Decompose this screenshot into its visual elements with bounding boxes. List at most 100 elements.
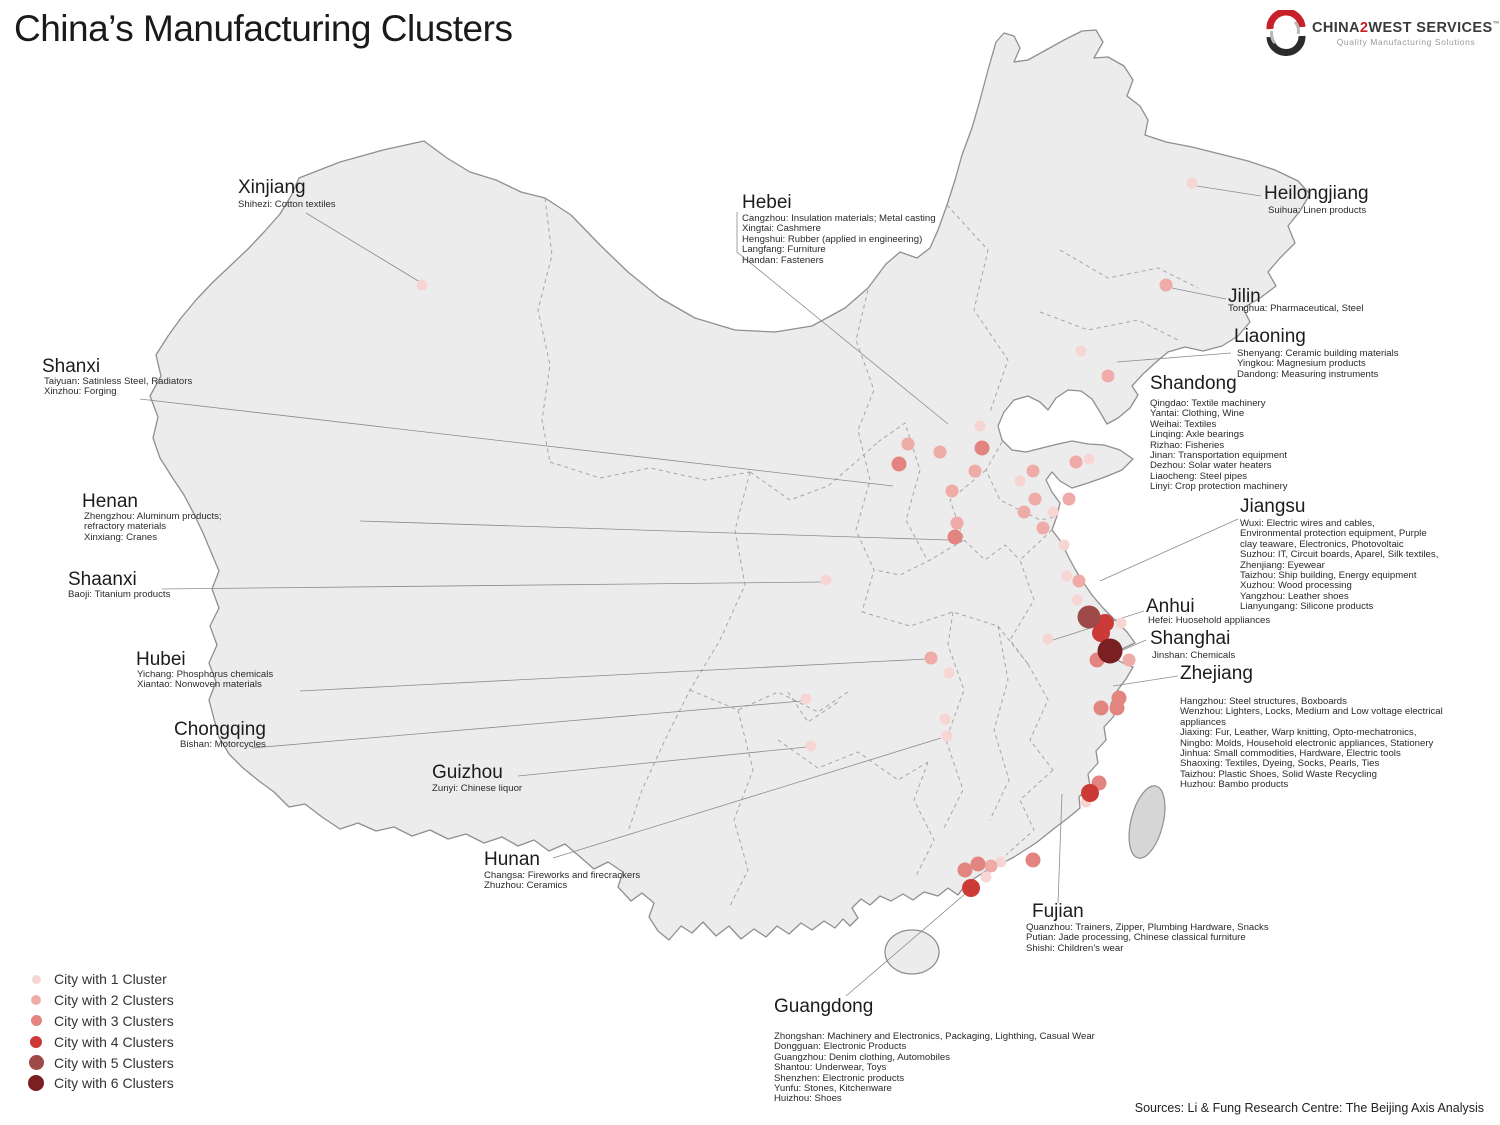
city-dot-1-clusters [1075,345,1087,357]
city-dot-1-clusters [1115,617,1127,629]
province-details-guangdong: Zhongshan: Machinery and Electronics, Pa… [774,1031,1095,1105]
city-dot-1-clusters [1061,570,1073,582]
province-detail-line: Shenyang: Ceramic building materials [1237,348,1399,359]
province-detail-line: Changsa: Fireworks and firecrackers [484,870,641,881]
leader-line-xinjiang [305,212,421,283]
brand-tagline: Quality Manufacturing Solutions [1336,36,1476,47]
city-dot-2-clusters [1069,455,1083,469]
province-detail-line: Xuzhou: Wood processing [1240,580,1352,592]
province-label-henan: Henan [82,491,138,512]
city-dot-3-clusters [1109,700,1125,716]
city-dot-1-clusters [800,693,812,705]
leader-line-chongqing [251,700,803,749]
province-label-zhejiang: Zhejiang [1180,663,1253,684]
city-dot-4-clusters [1081,784,1099,802]
province-detail-line: Jinhua: Small commodities, Hardware, Ele… [1180,748,1401,760]
city-dot-3-clusters [974,440,990,456]
province-details-shanghai: Jinshan: Chemicals [1152,650,1236,661]
province-detail-line: Tonghua: Pharmaceutical, Steel [1228,303,1364,314]
city-dot-3-clusters [970,856,986,872]
province-details-shaanxi: Baoji: Titanium products [68,589,171,600]
province-label-hubei: Hubei [136,649,186,670]
city-dot-2-clusters [1159,278,1173,292]
province-detail-line: Langfang: Furniture [742,244,826,256]
city-dot-2-clusters [1122,653,1136,667]
city-dot-1-clusters [995,856,1007,868]
province-details-anhui: Hefei: Huosehold appliances [1148,615,1271,626]
legend-dot-icon [31,974,41,984]
city-dot-5-clusters [1077,605,1101,629]
province-detail-line: Zhuzhou: Ceramics [484,880,568,892]
province-detail-line: Quanzhou: Trainers, Zipper, Plumbing Har… [1026,922,1269,933]
legend-dot-icon [30,1035,42,1048]
leader-line-guizhou [517,746,808,777]
leader-line-jilin [1171,287,1227,300]
province-details-hebei: Cangzhou: Insulation materials; Metal ca… [742,213,936,266]
leader-line-jiangsu [1099,518,1239,582]
province-detail-line: Zunyi: Chinese liquor [432,783,523,794]
city-dot-3-clusters [1025,852,1041,868]
city-dot-2-clusters [901,437,915,451]
province-label-anhui: Anhui [1146,596,1195,617]
city-dot-1-clusters [1042,633,1054,645]
legend-item-6-clusters: City with 6 Clusters [28,1073,174,1094]
legend-label: City with 2 Clusters [54,992,174,1009]
city-dot-1-clusters [941,730,953,742]
province-detail-line: Shihezi: Cotton textiles [238,199,336,210]
province-detail-line: Shantou: Underwear, Toys [774,1062,887,1074]
taiwan-island [1128,785,1166,859]
brand-logo-icon [1266,10,1306,56]
legend-dot-icon [28,1075,44,1092]
province-detail-line: Shenzhen: Electronic products [774,1072,905,1084]
city-dot-1-clusters [974,420,986,432]
province-details-heilongjiang: Suihua: Linen products [1268,205,1367,216]
province-detail-line: Handan: Fasteners [742,254,824,266]
brand-logo: CHINA2WEST SERVICES™ Quality Manufacturi… [1262,10,1500,56]
legend-item-4-clusters: City with 4 Clusters [28,1031,174,1052]
city-dot-4-clusters [1092,624,1110,642]
province-detail-line: Linyi: Crop protection machinery [1150,481,1288,493]
province-detail-line: Suzhou: IT, Circuit boards, Aparel, Silk… [1240,549,1439,561]
city-dot-2-clusters [1017,505,1031,519]
province-detail-line: Dongguan: Electronic Products [774,1041,907,1053]
city-dot-6-clusters [1097,638,1123,664]
legend-label: City with 3 Clusters [54,1012,174,1029]
city-dot-1-clusters [820,574,832,586]
province-label-guangdong: Guangdong [774,996,874,1017]
province-detail-line: Dezhou: Solar water heaters [1150,460,1272,472]
province-detail-line: Xiantao: Nonwoven materials [137,679,262,691]
legend-dot-icon [31,995,41,1006]
province-detail-line: Shaoxing: Textiles, Dyeing, Socks, Pearl… [1180,758,1380,770]
mainland-outline [149,29,1311,975]
city-dot-2-clusters [984,859,998,873]
province-detail-line: Rizhao: Fisheries [1150,439,1225,451]
province-detail-line: Liaocheng: Steel pipes [1150,470,1248,482]
leader-line-liaoning [1116,352,1232,363]
city-dot-1-clusters [416,279,428,291]
legend-dot-icon [30,1015,42,1027]
province-details-guizhou: Zunyi: Chinese liquor [432,783,523,794]
province-detail-line: Jinshan: Chemicals [1152,650,1236,661]
province-detail-line: Lianyungang: Silicone products [1240,601,1374,613]
city-dot-1-clusters [980,871,992,883]
province-detail-line: Zhenjiang: Eyewear [1240,559,1325,571]
source-note: Sources: Li & Fung Research Centre: The … [1134,1101,1484,1115]
province-detail-line: Wenzhou: Lighters, Locks, Medium and Low… [1180,706,1443,718]
province-detail-line: Suihua: Linen products [1268,205,1367,216]
province-detail-line: Baoji: Titanium products [68,589,171,600]
legend-label: City with 6 Clusters [54,1075,174,1092]
province-label-shanxi: Shanxi [42,356,101,377]
province-detail-line: Linqing: Axle bearings [1150,429,1244,441]
province-detail-line: Qingdao: Textile machinery [1150,398,1266,409]
province-detail-line: Cangzhou: Insulation materials; Metal ca… [742,213,936,224]
province-label-shandong: Shandong [1150,373,1237,394]
province-details-chongqing: Bishan: Motorcycles [180,739,266,750]
leader-line-shanxi [139,398,894,487]
province-label-jiangsu: Jiangsu [1240,496,1306,517]
province-detail-line: Hefei: Huosehold appliances [1148,615,1271,626]
province-detail-line: Putian: Jade processing, Chinese classic… [1026,932,1246,944]
province-detail-line: Wuxi: Electric wires and cables, [1240,518,1375,529]
